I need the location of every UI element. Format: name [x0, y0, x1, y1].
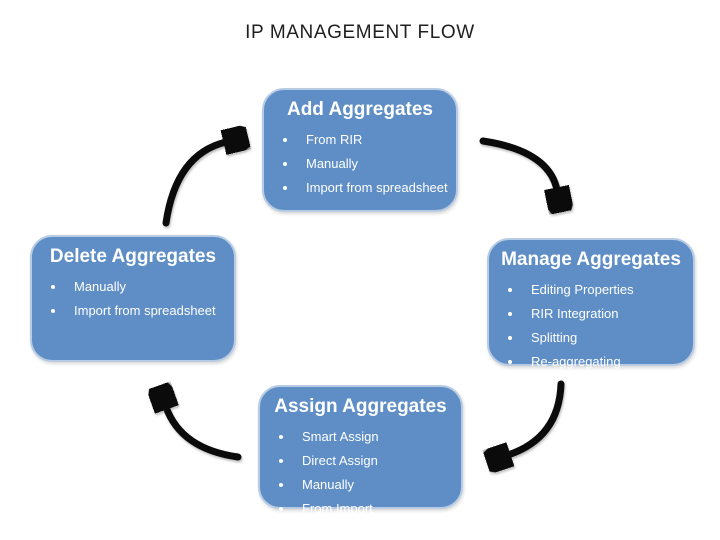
node-assign-title: Assign Aggregates — [274, 396, 447, 417]
list-item: Manually — [260, 473, 461, 497]
node-assign-aggregates: Assign Aggregates Smart Assign Direct As… — [258, 385, 463, 516]
node-manage-title: Manage Aggregates — [501, 249, 681, 270]
list-item: Re-aggregating — [489, 350, 693, 374]
node-add-aggregates: Add Aggregates From RIR Manually Import … — [262, 88, 458, 212]
arrow-manage-to-assign-icon — [508, 380, 565, 455]
arrow-delete-to-add-icon — [162, 142, 226, 227]
list-item: Splitting — [489, 326, 693, 350]
list-item: Direct Assign — [260, 449, 461, 473]
node-delete-aggregates: Delete Aggregates Manually Import from s… — [30, 235, 236, 362]
node-manage-aggregates: Manage Aggregates Editing Properties RIR… — [487, 238, 695, 369]
list-item: Smart Assign — [260, 425, 461, 449]
node-manage-list: Editing Properties RIR Integration Split… — [489, 278, 693, 374]
node-add-title: Add Aggregates — [286, 99, 434, 120]
node-delete-list: Manually Import from spreadsheet — [32, 275, 234, 323]
node-add-list: From RIR Manually Import from spreadshee… — [264, 128, 456, 200]
node-delete-title: Delete Aggregates — [49, 246, 217, 267]
list-item: Manually — [264, 152, 456, 176]
list-item: Import from spreadsheet — [264, 176, 456, 200]
list-item: Manually — [32, 275, 234, 299]
diagram-title: IP MANAGEMENT FLOW — [245, 22, 475, 43]
list-item: Editing Properties — [489, 278, 693, 302]
list-item: Import from spreadsheet — [32, 299, 234, 323]
arrow-add-to-manage-icon — [479, 137, 557, 190]
list-item: From RIR — [264, 128, 456, 152]
node-assign-list: Smart Assign Direct Assign Manually From… — [260, 425, 461, 521]
arrow-assign-to-delete-icon — [166, 407, 242, 461]
list-item: RIR Integration — [489, 302, 693, 326]
list-item: From Import — [260, 497, 461, 521]
